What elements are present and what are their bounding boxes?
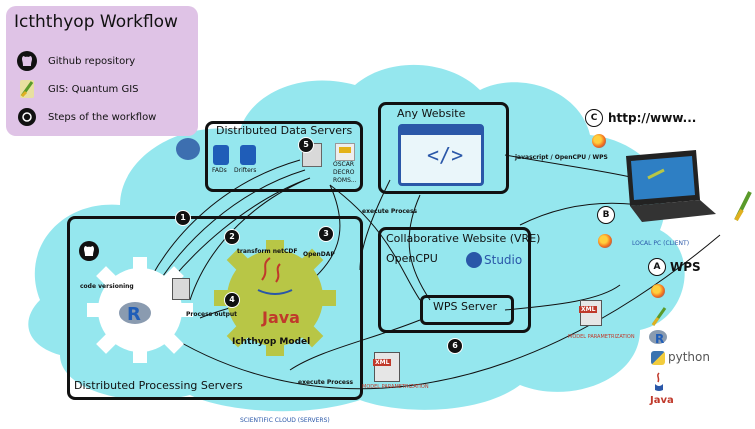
firefox-icon-c [592,134,606,148]
java-cup-icon [655,372,663,391]
wps-server-label: WPS Server [433,300,498,313]
step-2-icon: 2 [224,229,240,245]
qgis-icon-a [651,307,667,326]
python-label: python [668,350,710,364]
r-icon-a: R [649,330,667,346]
local-pc-label: LOCAL PC (CLIENT) [632,240,690,247]
ocean-data-icon [335,143,355,161]
any-website-title: Any Website [397,107,466,120]
qgis-client-icon [734,191,752,222]
step-4-icon: 4 [224,292,240,308]
drifters-label: Drifters [234,167,257,174]
legend-label-qgis: GIS: Quantum GIS [48,83,139,95]
firefox-icon-b [598,234,612,248]
vre-box [378,227,531,333]
javascript-opencpu-wps-label: javascript / OpenCPU / WPS [515,154,608,161]
studio-label: Studio [484,253,523,267]
process-document-icon [172,278,190,300]
scientific-cloud-label: SCIENTIFIC CLOUD (SERVERS) [240,417,330,424]
step-5-icon: 5 [298,137,314,153]
step-number-icon [16,106,38,128]
rstudio-icon [466,252,482,268]
postgresql-icon [176,138,200,160]
model-param-doc-icon: XML [373,352,400,382]
roms-label: ROMS... [333,177,357,184]
svg-text:R: R [655,332,664,346]
vre-title: Collaborative Website (VRE) [386,232,541,245]
step-3-icon: 3 [318,226,334,242]
data-servers-title: Distributed Data Servers [216,124,353,137]
fads-database-icon [213,145,229,165]
legend-title: Icththyop Workflow [14,12,178,32]
model-param-label: MODEL PARAMETRIZATION [362,384,429,390]
legend-panel: Icththyop Workflow Github repository GIS… [6,6,198,136]
model-param-doc-icon-2: XML [579,300,602,326]
legend-label-github: Github repository [48,55,136,67]
process-output-label: Process output [186,311,238,318]
code-versioning-label: code versioning [80,283,134,290]
legend-item-qgis: GIS: Quantum GIS [16,78,139,100]
execute-process-top-label: execute Process [362,208,418,215]
java-label: Java [262,308,300,327]
client-c-badge: C [585,109,603,127]
fads-label: FADs [212,167,227,174]
execute-process-bottom-label: execute Process [298,379,354,386]
client-b-badge: B [597,206,615,224]
python-icon [651,351,665,365]
legend-item-steps: Steps of the workflow [16,106,156,128]
model-param-label-2: MODEL PARAMETRIZATION [568,334,635,340]
opendap-label: OpenDAP [303,251,335,258]
svg-text:R: R [127,304,141,325]
qgis-icon [16,78,38,100]
client-c-url: http://www... [608,111,697,125]
ichthyop-gear-icon [214,240,336,356]
github-repo-icon [79,241,99,261]
client-a-label: WPS [670,260,701,274]
github-icon [16,50,38,72]
legend-item-github: Github repository [16,50,135,72]
legend-label-steps: Steps of the workflow [48,111,157,123]
decro-label: DECRO [333,169,355,176]
oscar-label: OSCAR [333,161,354,168]
step-6-icon: 6 [447,338,463,354]
laptop-icon[interactable] [618,148,718,228]
opencpu-label: OpenCPU [386,252,438,265]
client-a-badge: A [648,258,666,276]
wps-server-box [420,295,514,325]
data-servers-box [205,121,363,192]
step-1-icon: 1 [175,210,191,226]
ichthyop-model-label: Ichthyop Model [232,337,311,347]
processing-servers-box [67,216,363,400]
any-website-box [378,102,509,194]
r-gear-icon: R [87,257,193,363]
drifters-database-icon [240,145,256,165]
processing-servers-title: Distributed Processing Servers [74,379,243,392]
firefox-icon-a [651,284,665,298]
transform-label: transform netCDF [237,248,298,255]
browser-window-icon: </> [398,124,484,186]
java-client-label: Java [650,395,674,406]
